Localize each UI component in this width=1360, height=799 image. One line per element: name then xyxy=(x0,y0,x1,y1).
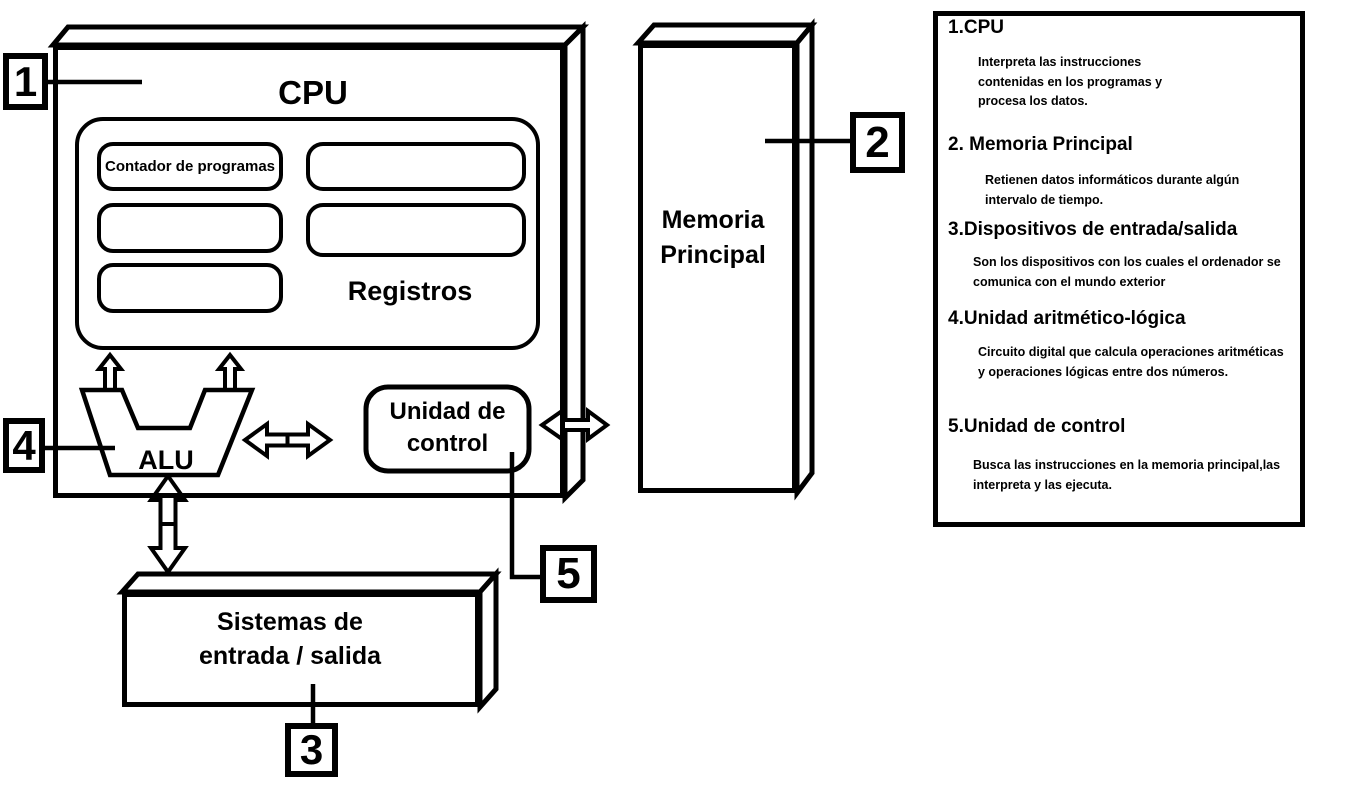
legend-entry-line: intervalo de tiempo. xyxy=(985,192,1104,207)
register-box-right-2 xyxy=(306,203,526,257)
sistemas-line2: entrada / salida xyxy=(198,642,382,670)
legend-entry-title: 4.Unidad aritmético-lógica xyxy=(948,308,1186,329)
legend-panel: 1.CPU Interpreta las instrucciones conte… xyxy=(933,11,1305,527)
registros-container xyxy=(75,117,540,350)
legend-entry-line: Circuito digital que calcula operaciones… xyxy=(978,345,1284,359)
legend-entry-line: Interpreta las instrucciones xyxy=(978,55,1142,69)
unidad-control-line2: control xyxy=(406,430,489,457)
alu-shape xyxy=(78,387,256,478)
legend-entry-line: Busca las instrucciones en la memoria pr… xyxy=(973,458,1281,472)
unidad-control-line1: Unidad de xyxy=(389,398,506,425)
memoria-line1: Memoria xyxy=(661,206,765,234)
memoria-line2: Principal xyxy=(660,241,766,269)
legend-entry-line: interpreta y las ejecuta. xyxy=(973,477,1112,492)
callout-line-5 xyxy=(509,452,542,580)
callout-2-memoria: 2 xyxy=(850,112,905,173)
registros-label: Registros xyxy=(347,276,473,306)
memoria-box-top-face xyxy=(632,22,818,46)
legend-entry-title: 5.Unidad de control xyxy=(948,416,1126,437)
io-box-front xyxy=(122,592,480,707)
alu-to-registros-arrow-left xyxy=(94,351,126,392)
legend-entry-line: procesa los datos. xyxy=(978,94,1088,108)
callout-5-unidad-control: 5 xyxy=(540,545,597,603)
register-box-left-2 xyxy=(97,203,283,253)
unidad-control-label: Unidad de control xyxy=(366,396,529,460)
register-box-left-3 xyxy=(97,263,283,313)
callout-1-cpu: 1 xyxy=(3,53,48,110)
legend-entry-line: comunica con el mundo exterior xyxy=(973,274,1166,289)
memoria-label: Memoria Principal xyxy=(633,203,793,273)
unidad-control-box xyxy=(363,384,532,474)
alu-to-registros-arrow-right xyxy=(214,351,246,392)
cpu-box-front xyxy=(53,45,565,498)
contador-label: Contador de programas xyxy=(104,158,276,175)
legend-entry-line: Son los dispositivos con los cuales el o… xyxy=(973,255,1281,269)
callout-4-alu: 4 xyxy=(3,418,45,473)
sistemas-line1: Sistemas de xyxy=(217,608,363,636)
legend-entry-line: contenidas en los programas y xyxy=(978,74,1163,89)
legend-entry-line: y operaciones lógicas entre dos números. xyxy=(978,364,1229,379)
callout-3-sistemas: 3 xyxy=(285,723,338,777)
legend-entry-title: 2. Memoria Principal xyxy=(948,134,1133,155)
contador-box xyxy=(97,142,283,191)
sistemas-label: Sistemas de entrada / salida xyxy=(110,605,470,673)
register-box-right-1 xyxy=(306,142,526,191)
alu-label: ALU xyxy=(138,445,194,475)
legend-entry-title: 1.CPU xyxy=(948,17,1004,38)
legend-entry-line: Retienen datos informáticos durante algú… xyxy=(985,173,1240,187)
cpu-box-top-face xyxy=(47,24,590,48)
cpu-title: CPU xyxy=(278,74,348,111)
memoria-box-side-face xyxy=(794,18,815,501)
legend-entry-title: 3.Dispositivos de entrada/salida xyxy=(948,219,1238,240)
memoria-box-front xyxy=(638,43,797,493)
io-box-side-face xyxy=(477,567,499,714)
io-box-top-face xyxy=(116,571,502,595)
